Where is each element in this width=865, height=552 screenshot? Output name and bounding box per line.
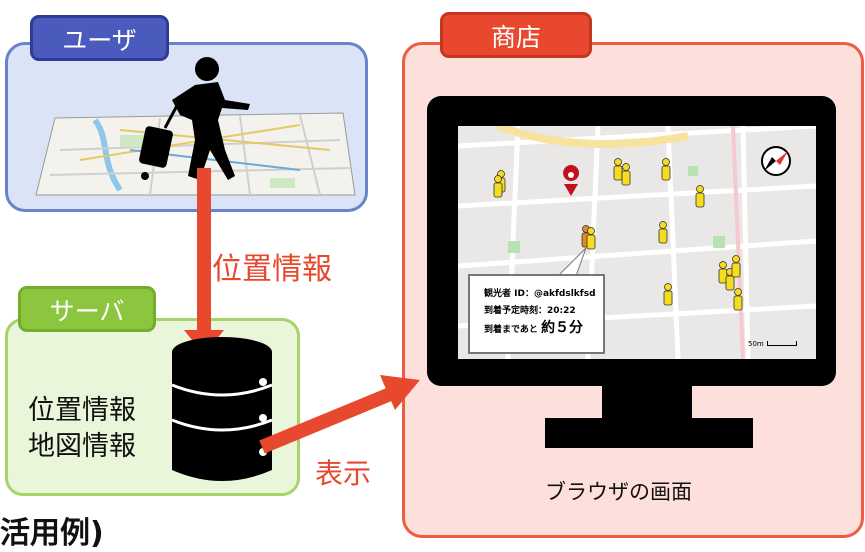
server-location-info: 位置情報 xyxy=(28,395,136,426)
visitor-pin xyxy=(586,227,596,250)
visitor-popup: 観光者 ID：@akfdslkfsd 到着予定時刻：20:22 到着まであと 約… xyxy=(468,274,605,354)
visitor-pin xyxy=(663,283,673,306)
visitor-pin xyxy=(613,158,623,181)
display-arrow xyxy=(259,375,420,454)
visitor-pin xyxy=(731,255,741,278)
browser-screen-caption: ブラウザの画面 xyxy=(545,480,692,504)
map-scale: 50m xyxy=(748,340,797,348)
server-map-info: 地図情報 xyxy=(28,431,136,462)
server-tag: サーバ xyxy=(18,286,156,332)
visitor-pin xyxy=(661,158,671,181)
visitor-pin xyxy=(695,185,705,208)
visitor-pins xyxy=(493,158,743,311)
walking-person-icon xyxy=(139,57,250,180)
arrival-time: 到着予定時刻：20:22 xyxy=(484,306,576,316)
visitor-pin xyxy=(733,288,743,311)
visitor-pin xyxy=(718,261,728,284)
server-contents: 位置情報 地図情報 xyxy=(28,393,136,465)
map-scale-label: 50m xyxy=(748,340,764,348)
compass-icon xyxy=(761,146,791,176)
user-tag: ユーザ xyxy=(30,15,169,61)
red-location-pin-icon xyxy=(563,165,580,196)
visitor-pin xyxy=(621,163,631,186)
visitor-id: 観光者 ID：@akfdslkfsd xyxy=(484,289,596,299)
usage-example-label: 活用例) xyxy=(0,516,104,551)
remaining-prefix: 到着まであと xyxy=(484,325,538,335)
remaining-value: 約５分 xyxy=(541,320,584,336)
location-info-label: 位置情報 xyxy=(212,252,332,287)
shop-tag: 商店 xyxy=(440,12,592,58)
display-label: 表示 xyxy=(315,457,372,490)
database-icon xyxy=(171,337,273,481)
visitor-pin xyxy=(493,175,503,198)
visitor-pin xyxy=(658,221,668,244)
